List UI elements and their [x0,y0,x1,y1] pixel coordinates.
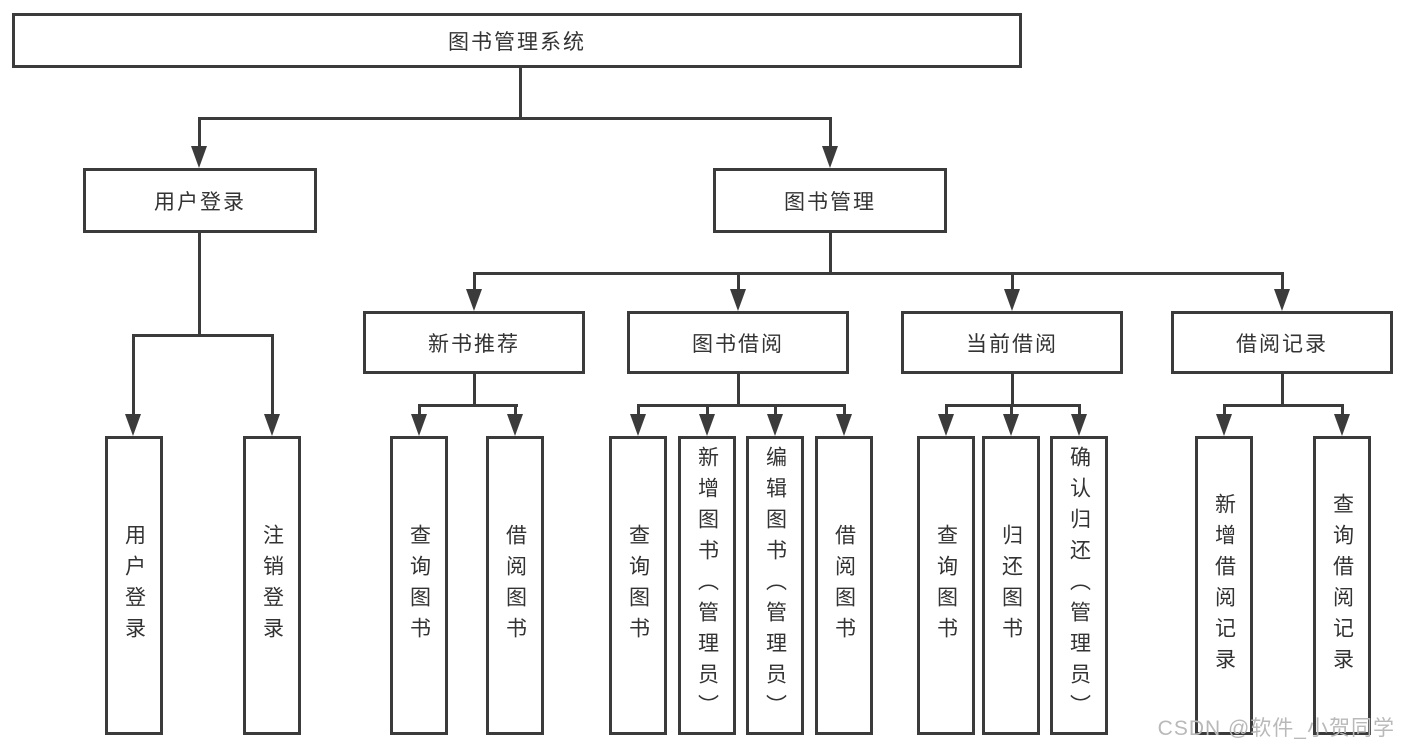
node-new-book-recommend: 新书推荐 [363,311,585,374]
arrow-down-icon [836,414,852,436]
connector-line-v [829,117,832,148]
arrow-down-icon [125,414,141,436]
connector-line-v [774,404,777,416]
node-book-borrow: 图书借阅 [627,311,849,374]
leaf-recommend-query-book: 查询图书 [390,436,448,735]
connector-line-v [418,404,421,416]
connector-line-h [1223,404,1344,407]
connector-line-v [271,334,274,416]
csdn-watermark: CSDN @软件_小贺同学 [1157,717,1395,740]
connector-line-h [473,272,1284,275]
leaf-current-confirm-return-admin: 确认归还（管理员） [1050,436,1108,735]
leaf-recommend-borrow-book: 借阅图书 [486,436,544,735]
arrow-down-icon [1334,414,1350,436]
connector-line-v [1010,404,1013,416]
arrow-down-icon [1216,414,1232,436]
connector-line-v [1223,404,1226,416]
connector-line-h [418,404,518,407]
leaf-borrow-query-book: 查询图书 [609,436,667,735]
connector-line-v [1341,404,1344,416]
connector-line-h [637,404,846,407]
arrow-down-icon [1274,289,1290,311]
arrow-down-icon [1003,414,1019,436]
node-user-login: 用户登录 [83,168,317,233]
leaf-records-query-record: 查询借阅记录 [1313,436,1371,735]
connector-line-v [1078,404,1081,416]
node-borrow-records: 借阅记录 [1171,311,1393,374]
connector-line-v [1011,374,1014,405]
node-root: 图书管理系统 [12,13,1022,68]
arrow-down-icon [938,414,954,436]
leaf-current-return-book: 归还图书 [982,436,1040,735]
connector-line-v [198,117,201,148]
arrow-down-icon [507,414,523,436]
connector-line-h [132,334,274,337]
connector-line-v [198,233,201,336]
connector-line-v [1281,272,1284,291]
connector-line-v [519,68,522,118]
arrow-down-icon [822,146,838,168]
connector-line-v [737,374,740,405]
arrow-down-icon [1071,414,1087,436]
leaf-borrow-add-book-admin: 新增图书（管理员） [678,436,736,735]
connector-line-v [473,272,476,291]
connector-line-v [829,233,832,274]
connector-line-h [198,117,832,120]
connector-line-v [1011,272,1014,291]
node-book-management: 图书管理 [713,168,947,233]
arrow-down-icon [630,414,646,436]
leaf-records-add-record: 新增借阅记录 [1195,436,1253,735]
node-current-borrow: 当前借阅 [901,311,1123,374]
arrow-down-icon [466,289,482,311]
arrow-down-icon [730,289,746,311]
arrow-down-icon [411,414,427,436]
arrow-down-icon [767,414,783,436]
connector-line-v [473,374,476,405]
arrow-down-icon [264,414,280,436]
connector-line-h [945,404,1081,407]
arrow-down-icon [1004,289,1020,311]
connector-line-v [706,404,709,416]
leaf-borrow-edit-book-admin: 编辑图书（管理员） [746,436,804,735]
leaf-borrow-borrow-book: 借阅图书 [815,436,873,735]
connector-line-v [637,404,640,416]
connector-line-v [737,272,740,291]
connector-line-v [1281,374,1284,405]
connector-line-v [945,404,948,416]
leaf-user-login-logout: 注销登录 [243,436,301,735]
arrow-down-icon [191,146,207,168]
leaf-user-login-login: 用户登录 [105,436,163,735]
arrow-down-icon [699,414,715,436]
connector-line-v [514,404,517,416]
leaf-current-query-book: 查询图书 [917,436,975,735]
connector-line-v [843,404,846,416]
connector-line-v [132,334,135,416]
